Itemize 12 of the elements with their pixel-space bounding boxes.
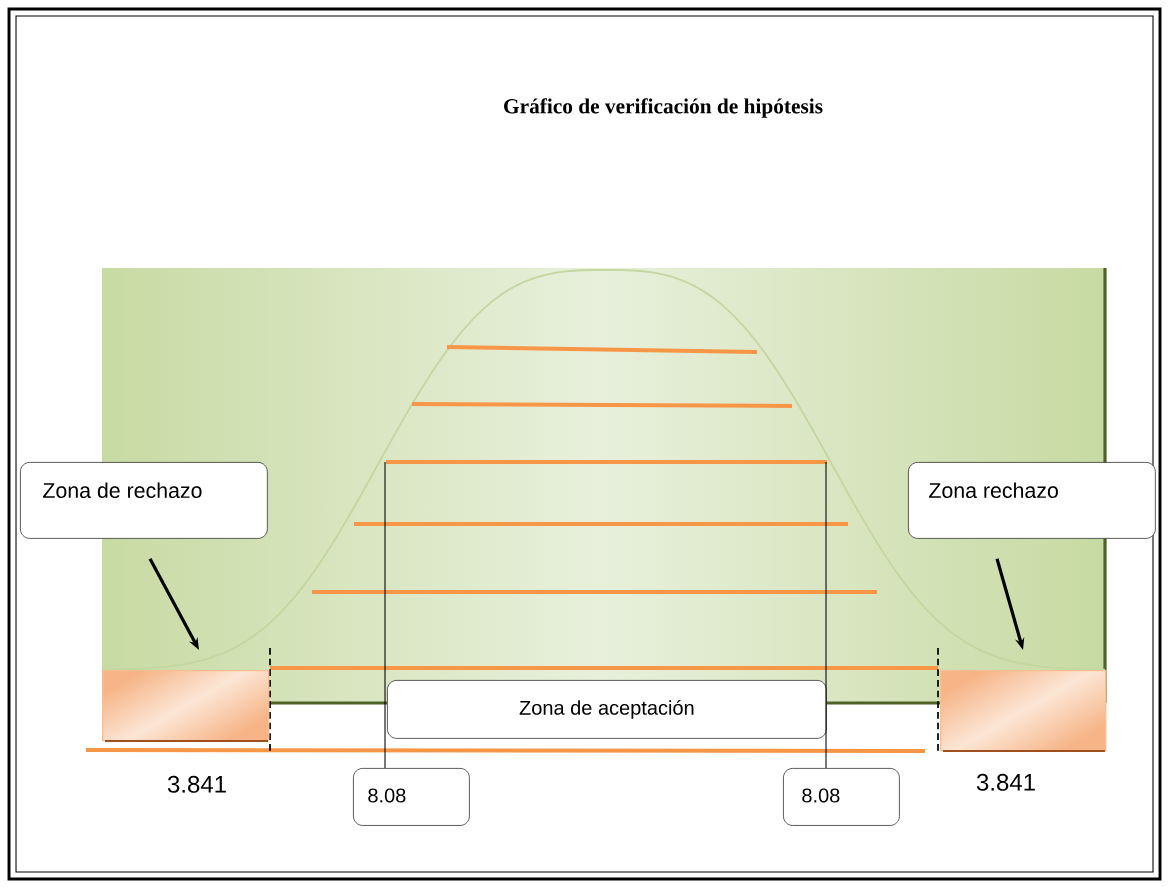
rejection-region [102,670,270,743]
value-box: 8.08 [353,768,470,826]
callout-box: Zona rechazo [908,462,1156,539]
value-label: 3.841 [976,773,1035,791]
leader-line [825,461,827,769]
value-box: 8.08 [783,768,900,826]
leader-line [384,461,386,769]
acceptance-label-box: Zona de aceptación [387,680,827,739]
title: Gráfico de verificación de hipótesis [504,98,823,118]
callout-box: Zona de rechazo [20,462,268,539]
value-label: 3.841 [167,775,226,793]
rejection-region [940,670,1107,753]
